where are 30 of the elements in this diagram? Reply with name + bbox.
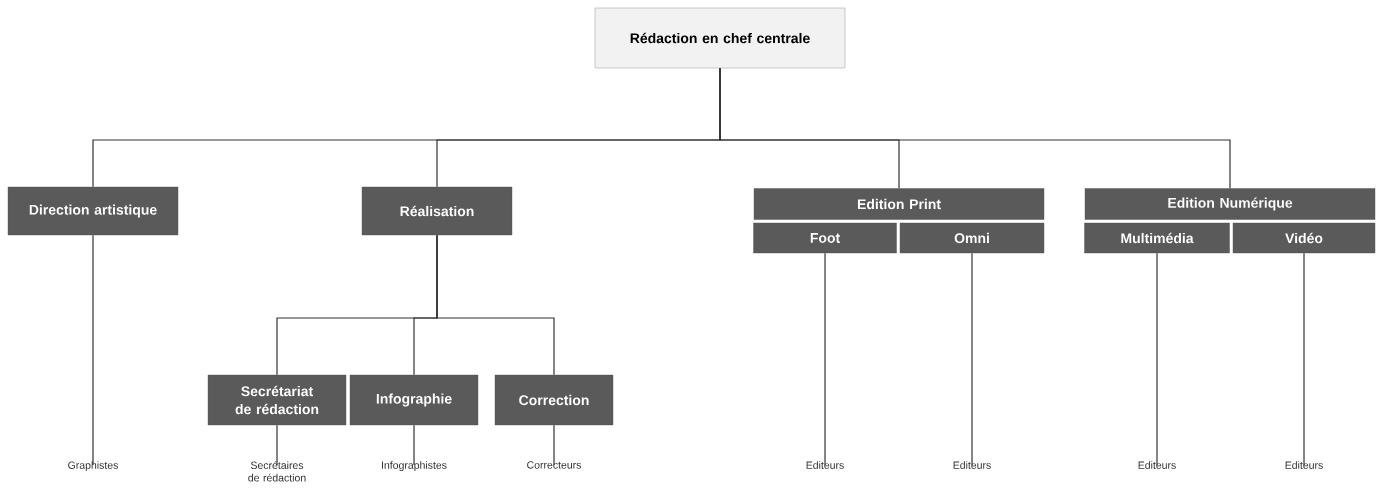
connector-line [436,234,555,376]
department-box: Foot [753,222,897,254]
connector-line [1156,252,1158,466]
department-box: Multimédia [1084,222,1230,254]
department-box: Direction artistique [7,186,179,236]
role-label: Editeurs [953,461,991,469]
connector-line [276,424,278,466]
connector-line [971,252,973,466]
department-box: Secrétariat de rédaction [207,374,347,426]
connector-line [824,252,826,466]
role-label: Editeurs [1138,461,1176,469]
connector-line [413,424,415,466]
department-box: Infographie [349,374,479,426]
connector-line [92,234,94,466]
role-label: Correcteurs [527,461,582,469]
department-box: Correction [494,374,614,426]
role-label: Graphistes [68,461,118,471]
connector-line [1303,252,1305,466]
header-box: Rédaction en chef centrale [594,7,846,69]
role-label: Infographistes [382,461,447,471]
department-box: Edition Print [753,188,1045,220]
role-label: Secrétaires de rédaction [248,461,306,482]
connector-line [719,67,1231,189]
connector-line [553,424,555,466]
department-box: Omni [899,222,1045,254]
role-label: Editeurs [806,461,844,469]
role-label: Editeurs [1285,461,1323,469]
department-box: Vidéo [1232,222,1376,254]
department-box: Edition Numérique [1084,188,1376,220]
department-box: Réalisation [361,186,513,236]
